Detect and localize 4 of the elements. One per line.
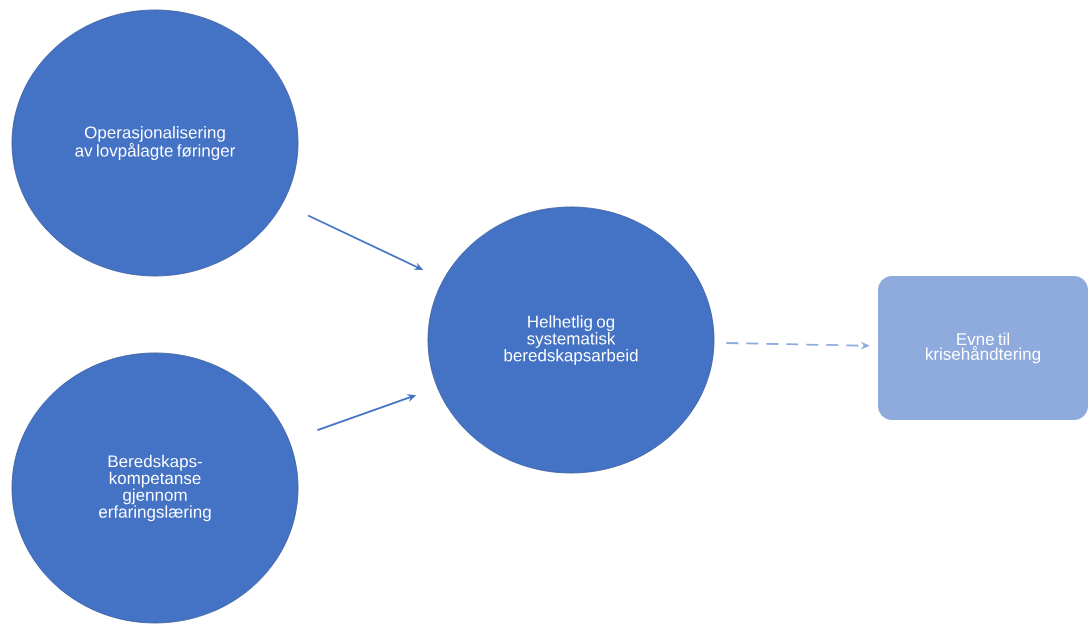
- result-box: Evne til krisehåndtering: [878, 276, 1088, 420]
- circle-node: Operasjonalisering av lovpålagte føringer: [11, 9, 299, 277]
- circle-node: Helhetlig og systematisk beredskapsarbeid: [427, 206, 715, 474]
- circle-node: Beredskaps- kompetanse gjennom erfaringslæring: [11, 352, 299, 624]
